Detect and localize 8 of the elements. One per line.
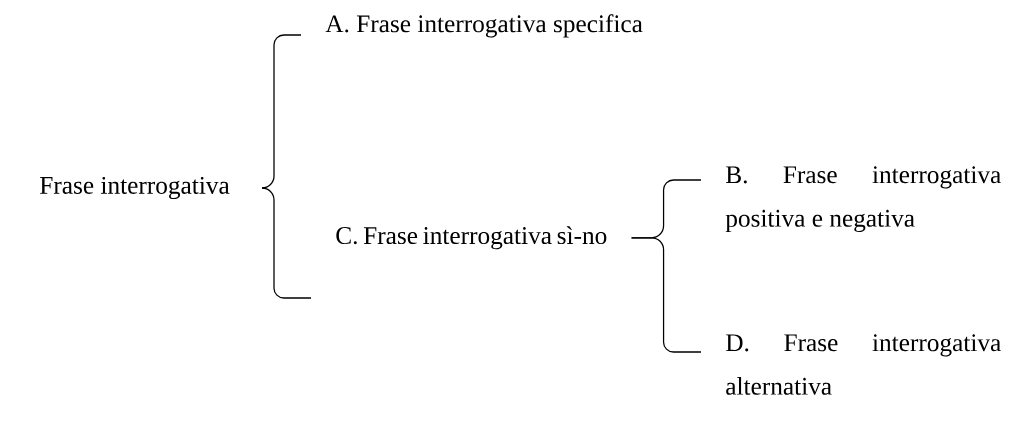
brace-connector	[261, 34, 302, 189]
category-label: A. Frase interrogativa specifica	[325, 14, 643, 38]
category-label: C. Frase interrogativa sì-no	[336, 226, 607, 250]
root-label: Frase interrogativa	[40, 176, 230, 200]
brace-connector	[630, 237, 702, 353]
brace-connector	[261, 187, 312, 299]
category-label: D. Frase interrogativa alternativa	[726, 334, 1001, 395]
category-label: B. Frase interrogativa positiva e negativa	[725, 166, 1001, 233]
